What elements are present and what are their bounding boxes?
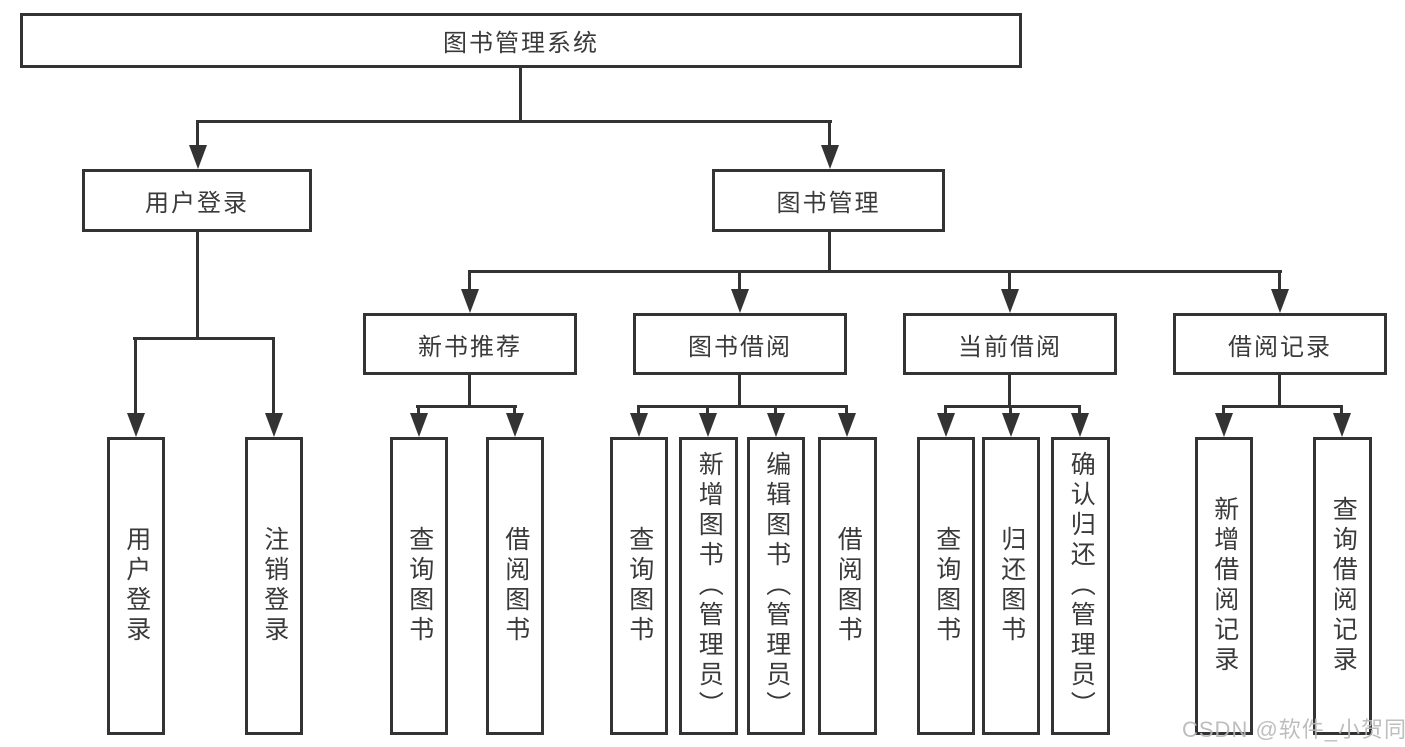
connector-line <box>637 405 640 417</box>
connector-line <box>1278 272 1281 292</box>
connector-line <box>468 270 1282 273</box>
connector-line <box>1222 405 1343 408</box>
arrow-down-icon <box>937 413 955 437</box>
connector-line <box>828 232 831 273</box>
connector-line <box>468 272 471 292</box>
connector-line <box>1009 405 1012 417</box>
arrow-down-icon <box>461 289 479 313</box>
connector-line <box>828 122 831 147</box>
arrow-down-icon <box>189 145 207 169</box>
arrow-down-icon <box>767 413 785 437</box>
arrow-down-icon <box>838 413 856 437</box>
node-root: 图书管理系统 <box>20 13 1022 68</box>
connector-line <box>738 375 741 407</box>
arrow-down-icon <box>1002 413 1020 437</box>
arrow-down-icon <box>699 413 717 437</box>
leaf-borrow-add-books-admin: 新增图书（管理员） <box>679 437 738 735</box>
node-new-book-recommend: 新书推荐 <box>363 313 577 375</box>
arrow-down-icon <box>1333 413 1351 437</box>
arrow-down-icon <box>630 413 648 437</box>
leaf-current-query-books: 查询图书 <box>917 437 975 735</box>
leaf-borrow-edit-books-admin: 编辑图书（管理员） <box>747 437 805 735</box>
node-current-borrow: 当前借阅 <box>903 313 1117 375</box>
arrow-down-icon <box>410 413 428 437</box>
arrow-down-icon <box>1001 289 1019 313</box>
connector-line <box>134 337 137 416</box>
node-book-borrow: 图书借阅 <box>633 313 847 375</box>
connector-line <box>637 405 848 408</box>
connector-line <box>774 405 777 417</box>
connector-line <box>845 405 848 417</box>
csdn-watermark: CSDN @软件_小贺同学 <box>1182 717 1405 742</box>
connector-line <box>272 337 275 416</box>
leaf-current-return-books: 归还图书 <box>982 437 1040 735</box>
arrow-down-icon <box>1071 413 1089 437</box>
node-user-login: 用户登录 <box>82 169 312 232</box>
leaf-borrow-query-books: 查询图书 <box>610 437 668 735</box>
arrow-down-icon <box>265 413 283 437</box>
leaf-records-add-record: 新增借阅记录 <box>1195 437 1253 735</box>
leaf-user-login: 用户登录 <box>107 437 165 735</box>
leaf-newbooks-borrow-books: 借阅图书 <box>486 437 544 735</box>
connector-line <box>1222 405 1225 417</box>
arrow-down-icon <box>127 413 145 437</box>
arrow-down-icon <box>506 413 524 437</box>
connector-line <box>196 232 199 340</box>
connector-line <box>1008 375 1011 407</box>
arrow-down-icon <box>821 145 839 169</box>
connector-line <box>196 120 832 123</box>
leaf-newbooks-query-books: 查询图书 <box>390 437 448 735</box>
connector-line <box>1278 375 1281 407</box>
connector-line <box>738 272 741 292</box>
node-borrow-records: 借阅记录 <box>1173 313 1387 375</box>
connector-line <box>519 66 522 123</box>
connector-line <box>1078 405 1081 417</box>
arrow-down-icon <box>1215 413 1233 437</box>
leaf-current-confirm-return-admin: 确认归还（管理员） <box>1051 437 1110 735</box>
arrow-down-icon <box>1271 289 1289 313</box>
connector-line <box>133 337 275 340</box>
leaf-logout: 注销登录 <box>245 437 303 735</box>
connector-line <box>196 122 199 147</box>
connector-line <box>513 405 516 417</box>
connector-line <box>706 405 709 417</box>
connector-line <box>416 405 517 408</box>
arrow-down-icon <box>731 289 749 313</box>
connector-line <box>468 375 471 407</box>
connector-line <box>944 405 947 417</box>
connector-line <box>417 405 420 417</box>
connector-line <box>1340 405 1343 417</box>
leaf-records-query-record: 查询借阅记录 <box>1313 437 1372 735</box>
node-book-management: 图书管理 <box>712 169 945 232</box>
leaf-borrow-borrow-books: 借阅图书 <box>818 437 877 735</box>
connector-line <box>944 405 1081 408</box>
connector-line <box>1008 272 1011 292</box>
